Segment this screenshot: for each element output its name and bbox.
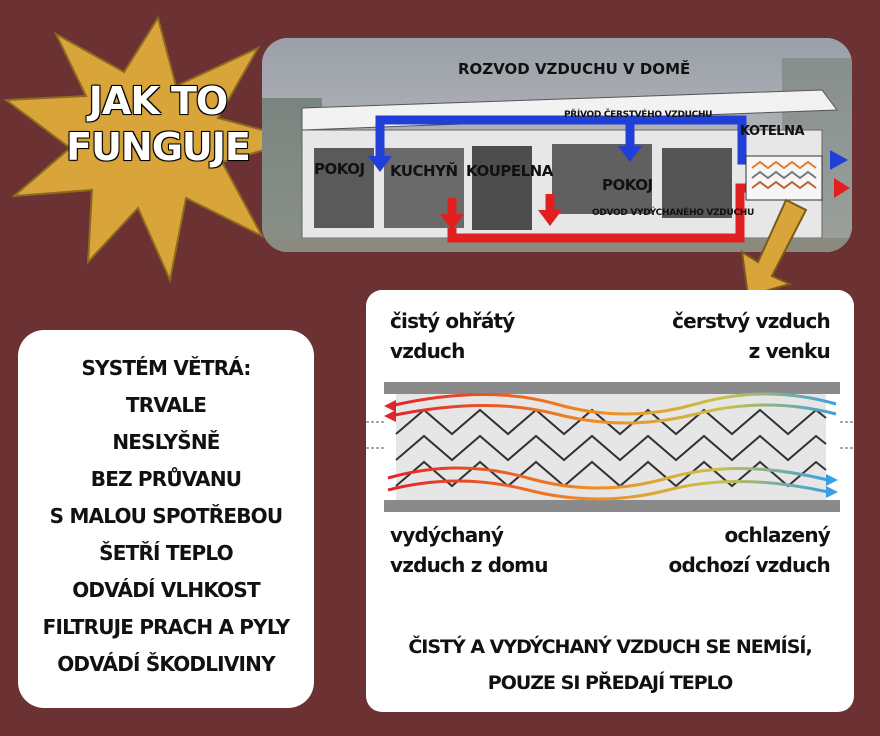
heat-exchanger-diagram — [366, 382, 854, 512]
benefit-item: NESLYŠNĚ — [112, 430, 220, 454]
badge: JAK TO FUNGUJE — [0, 0, 304, 300]
down-arrow-icon — [740, 198, 808, 298]
house-diagram: ROZVOD VZDUCHU V DOMĚ PŘÍVOD ČERSTVÉHO V… — [262, 38, 852, 252]
boiler-room-label: KOTELNA — [740, 124, 805, 139]
benefit-item: TRVALE — [125, 393, 207, 417]
benefits-panel: SYSTÉM VĚTRÁ: TRVALE NESLYŠNĚ BEZ PRŮVAN… — [18, 330, 314, 708]
house-title: ROZVOD VZDUCHU V DOMĚ — [458, 60, 691, 78]
benefit-item: ODVÁDÍ ŠKODLIVINY — [57, 652, 275, 676]
benefit-item: ODVÁDÍ VLHKOST — [72, 578, 260, 602]
badge-line1: JAK TO — [88, 79, 228, 123]
footer-line2: POUZE SI PŘEDAJÍ TEPLO — [487, 672, 733, 694]
badge-text: JAK TO FUNGUJE — [48, 78, 268, 170]
benefit-item: BEZ PRŮVANU — [90, 467, 242, 491]
exhaust-label: ODVOD VYDÝCHANÉHO VZDUCHU — [592, 208, 754, 218]
room-label: POKOJ — [602, 176, 653, 194]
badge-line2: FUNGUJE — [66, 125, 251, 169]
supply-label: PŘÍVOD ČERSTVÉHO VZDUCHU — [564, 110, 713, 120]
benefit-item: FILTRUJE PRACH A PYLY — [42, 615, 291, 639]
star-burst-icon — [3, 15, 304, 284]
benefit-item: S MALOU SPOTŘEBOU — [49, 504, 283, 528]
room-label: KUCHYŇ — [390, 162, 458, 180]
room-label: KOUPELNA — [466, 162, 553, 180]
exhaust-arrow-icon — [440, 214, 464, 230]
supply-arrow-icon — [368, 156, 392, 172]
footer-line1: ČISTÝ A VYDÝCHANÝ VZDUCH SE NEMÍSÍ, — [408, 636, 812, 658]
star-shape — [3, 15, 304, 284]
house-illustration — [262, 38, 852, 252]
benefits-heading: SYSTÉM VĚTRÁ: — [81, 356, 251, 380]
benefit-item: ŠETŘÍ TEPLO — [99, 541, 234, 565]
room-label: POKOJ — [314, 160, 365, 178]
